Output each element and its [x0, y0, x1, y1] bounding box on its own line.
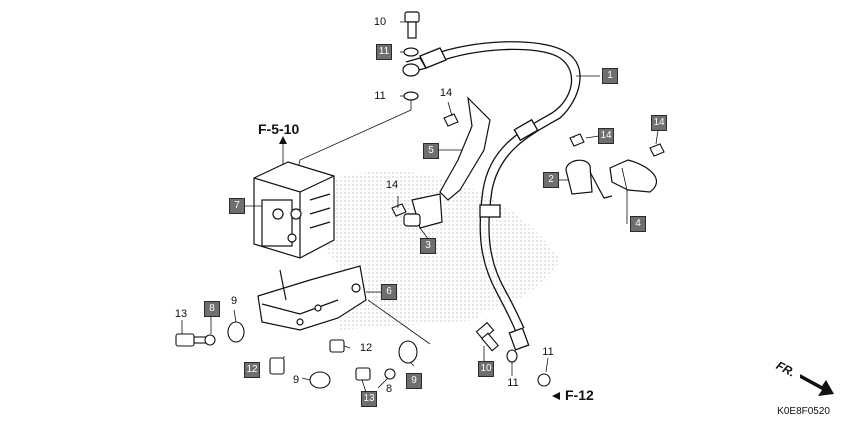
mount-fasteners-left [175, 321, 245, 347]
callout-7: 7 [229, 198, 245, 214]
callout-2: 2 [543, 172, 559, 188]
diagram-code: K0E8F0520 [777, 406, 830, 417]
callout-3: 3 [420, 238, 436, 254]
callout-14b: 14 [385, 179, 399, 191]
flange-bolts [391, 113, 665, 217]
modulator-bracket [257, 265, 367, 331]
callout-14d: 14 [651, 115, 667, 131]
callout-11a: 11 [376, 44, 392, 60]
hose-stay [439, 96, 491, 201]
callout-8a: 8 [204, 301, 220, 317]
callout-13b: 13 [361, 391, 377, 407]
callout-8b: 8 [385, 383, 393, 395]
callout-14a: 14 [439, 87, 453, 99]
guide-line-top [295, 100, 412, 179]
callout-14c: 14 [598, 128, 614, 144]
hose-clamp-side [565, 159, 657, 199]
callout-12a: 12 [359, 342, 373, 354]
callout-6: 6 [381, 284, 397, 300]
banjo-bolt-top [402, 11, 420, 101]
callout-9a: 9 [230, 295, 238, 307]
callout-11d: 11 [542, 346, 554, 358]
callout-9d: 9 [406, 373, 422, 389]
arrow-up-icon [279, 136, 287, 144]
callout-11b: 11 [374, 90, 386, 102]
callout-1: 1 [602, 68, 618, 84]
callout-4: 4 [630, 216, 646, 232]
mount-fasteners-bottom [269, 339, 418, 389]
reference-top: F-5-10 [258, 121, 300, 137]
callout-12b: 12 [244, 362, 260, 378]
callout-9b: 9 [292, 374, 300, 386]
banjo-bolt-lower [475, 321, 551, 387]
abs-modulator [253, 161, 335, 259]
callout-10b: 10 [478, 361, 494, 377]
callout-13a: 13 [174, 308, 188, 320]
arrow-right-icon [552, 392, 560, 400]
callout-11c: 11 [507, 377, 519, 389]
hose-clamp-lower [403, 193, 443, 229]
brake-hose [405, 41, 581, 351]
guide-line-bracket [367, 299, 431, 345]
front-direction-arrow-icon [800, 374, 834, 396]
reference-bottom: F-12 [565, 387, 594, 403]
callout-10a: 10 [373, 16, 387, 28]
callout-5: 5 [423, 143, 439, 159]
